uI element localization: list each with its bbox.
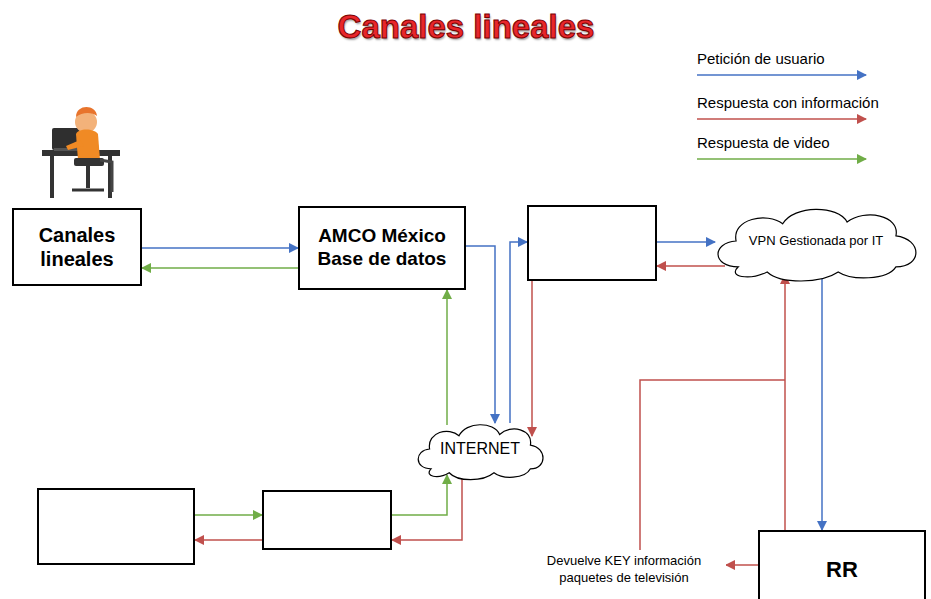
connector-arrow [195, 539, 262, 541]
headend-box [37, 488, 195, 565]
return-arrow [726, 564, 758, 566]
connector-arrow [657, 241, 715, 243]
connector-arrow [142, 247, 298, 249]
legend-line [697, 158, 866, 160]
node-label: VPN Gestionada por IT [749, 233, 883, 249]
legend-text: Respuesta de video [697, 134, 830, 151]
rr-box: RR [758, 530, 926, 599]
connector-arrow [821, 278, 823, 530]
streaming-box [262, 490, 392, 550]
channel-box: Canales lineales [12, 208, 142, 286]
legend-line [697, 118, 866, 120]
connector-arrow [531, 281, 533, 436]
legend-text: Respuesta con información [697, 94, 879, 111]
diagram-title: Canales lineales [338, 8, 595, 46]
node-label: Canales lineales [18, 223, 136, 271]
note-label: Devuelve KEY información paquetes de tel… [522, 553, 726, 587]
connector-arrow [510, 242, 527, 423]
database-box: AMCO México Base de datos [298, 206, 466, 290]
connector-arrow [195, 514, 262, 516]
node-label: AMCO México Base de datos [304, 225, 460, 271]
connector-arrow [657, 265, 725, 267]
connector-arrow [142, 267, 298, 269]
connector-arrow [446, 290, 448, 425]
internet-cloud: INTERNET [410, 416, 550, 482]
node-label: INTERNET [440, 439, 520, 458]
service-box [527, 205, 657, 281]
vpn-cloud: VPN Gestionada por IT [705, 198, 927, 284]
return-line [640, 380, 785, 550]
connector-arrow [466, 246, 495, 423]
legend-text: Petición de usuario [697, 50, 825, 67]
connector-arrow [392, 475, 447, 515]
legend-line [697, 74, 866, 76]
connector-arrow [392, 478, 462, 540]
user-icon [42, 107, 120, 198]
connector-arrow [784, 275, 786, 530]
node-label: RR [826, 557, 858, 583]
